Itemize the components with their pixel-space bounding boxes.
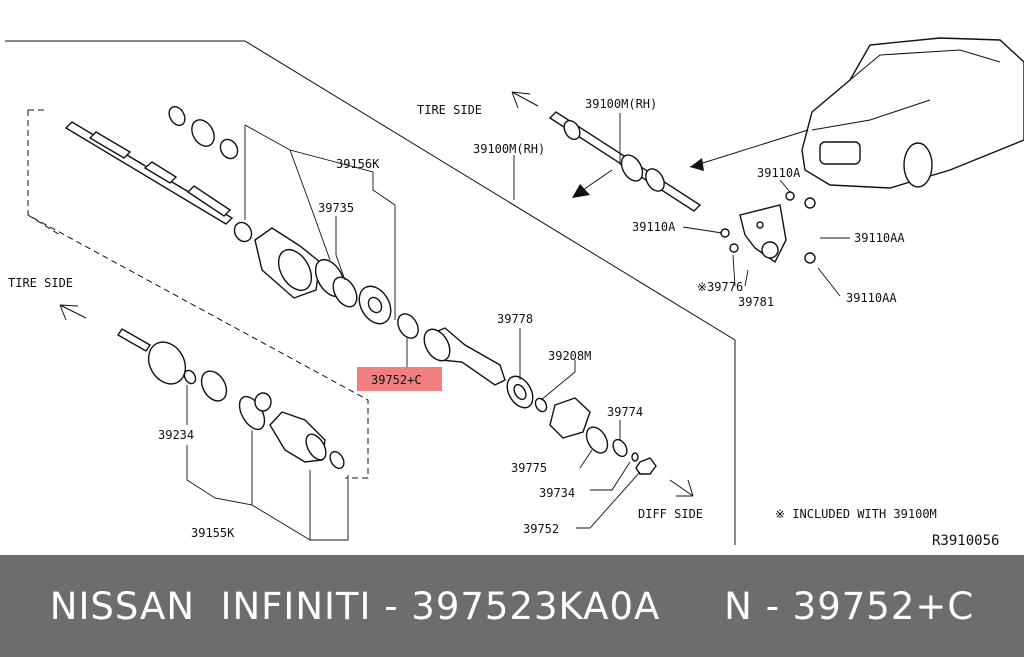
leader-lines — [186, 113, 850, 541]
parts-diagram: TIRE SIDE TIRE SIDE DIFF SIDE 39100M(RH)… — [5, 37, 1024, 549]
label-39100m-rh-mid: 39100M(RH) — [473, 142, 545, 156]
part-labels: TIRE SIDE TIRE SIDE DIFF SIDE 39100M(RH)… — [8, 97, 999, 549]
label-39752c: 39752+C — [371, 373, 422, 387]
label-39100m-rh-top: 39100M(RH) — [585, 97, 657, 111]
vehicle-illustration — [801, 37, 1024, 189]
inner-joint-parts — [117, 328, 345, 470]
highlight-box — [357, 367, 442, 391]
label-39776: ※39776 — [697, 280, 743, 294]
label-tire-side-top: TIRE SIDE — [417, 103, 482, 117]
housing-shaft — [423, 327, 506, 386]
label-diff-side: DIFF SIDE — [638, 507, 703, 521]
label-39110a-1: 39110A — [757, 166, 801, 180]
label-39734: 39734 — [539, 486, 575, 500]
label-39781: 39781 — [738, 295, 774, 309]
label-39752: 39752 — [523, 522, 559, 536]
label-tire-side-left: TIRE SIDE — [8, 276, 73, 290]
label-39778: 39778 — [497, 312, 533, 326]
label-ref: R3910056 — [932, 533, 999, 549]
bracket — [720, 191, 816, 264]
direction-arrows — [59, 91, 809, 497]
label-39156k: 39156K — [336, 157, 380, 171]
axle-shaft — [64, 121, 234, 225]
shaft-assembly-small — [548, 111, 702, 212]
label-note: ※ INCLUDED WITH 39100M — [775, 507, 937, 521]
label-39735: 39735 — [318, 201, 354, 215]
boot-band-set-upper — [168, 105, 253, 243]
label-39234: 39234 — [158, 428, 194, 442]
label-39110aa-2: 39110AA — [846, 291, 897, 305]
label-39774: 39774 — [607, 405, 643, 419]
label-39208m: 39208M — [548, 349, 591, 363]
diff-side-parts — [506, 375, 657, 475]
outer-joint — [358, 285, 419, 339]
frame-lines — [5, 40, 736, 545]
label-39110a-2: 39110A — [632, 220, 676, 234]
part-number-text: NISSAN INFINITI - 397523KA0A N - 39752+C — [49, 584, 975, 628]
label-39775: 39775 — [511, 461, 547, 475]
outer-boot — [254, 227, 358, 308]
part-number-banner: NISSAN INFINITI - 397523KA0A N - 39752+C — [0, 555, 1024, 657]
label-39155k: 39155K — [191, 526, 235, 540]
label-39110aa-1: 39110AA — [854, 231, 905, 245]
